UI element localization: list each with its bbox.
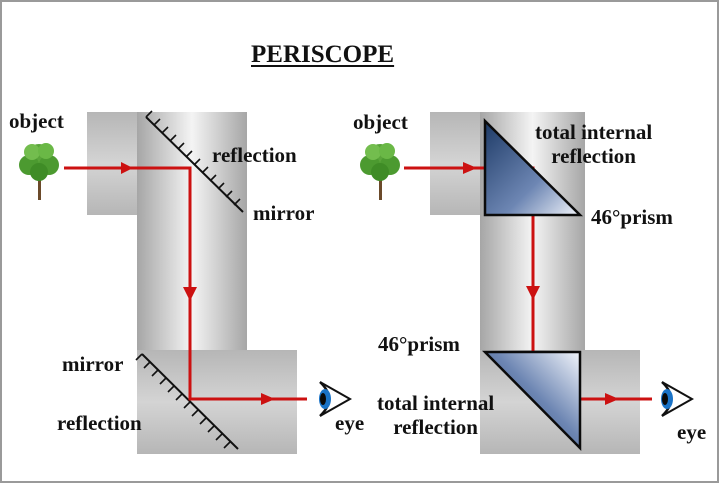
mirror-label: mirror — [253, 201, 315, 225]
object-label: object — [9, 109, 64, 133]
reflection-label: reflection — [212, 143, 297, 167]
ray-arrow-right-1 — [463, 162, 477, 174]
label-line: total internal — [535, 120, 653, 144]
tree-icon — [19, 143, 59, 200]
bottom-prism — [482, 350, 582, 452]
top-prism — [483, 118, 584, 217]
eye-label: eye — [677, 420, 707, 444]
tree-icon — [360, 143, 400, 200]
eye-label: eye — [335, 411, 365, 435]
object-label: object — [353, 110, 408, 134]
eye-icon — [661, 381, 695, 417]
ray-arrow-left-1 — [121, 162, 133, 174]
page-title: PERISCOPE — [251, 41, 395, 68]
top-mirror — [145, 110, 244, 213]
total-internal-reflection-label: total internal reflection — [535, 120, 653, 168]
label-line: total internal — [377, 391, 495, 415]
prism-label: 46°prism — [378, 332, 460, 356]
prism-label: 46°prism — [591, 205, 673, 229]
ray-arrow-left-2 — [183, 287, 197, 301]
ray-arrow-right-3 — [605, 393, 619, 405]
eye-icon — [319, 381, 353, 417]
bottom-mirror — [135, 353, 239, 450]
label-line: reflection — [551, 143, 636, 168]
mirror-label: mirror — [62, 352, 124, 376]
ray-arrow-left-3 — [261, 393, 275, 405]
total-internal-reflection-label: total internal reflection — [377, 391, 495, 439]
ray-arrow-right-2 — [526, 286, 540, 300]
reflection-label: reflection — [57, 411, 142, 435]
label-line: reflection — [393, 414, 478, 439]
